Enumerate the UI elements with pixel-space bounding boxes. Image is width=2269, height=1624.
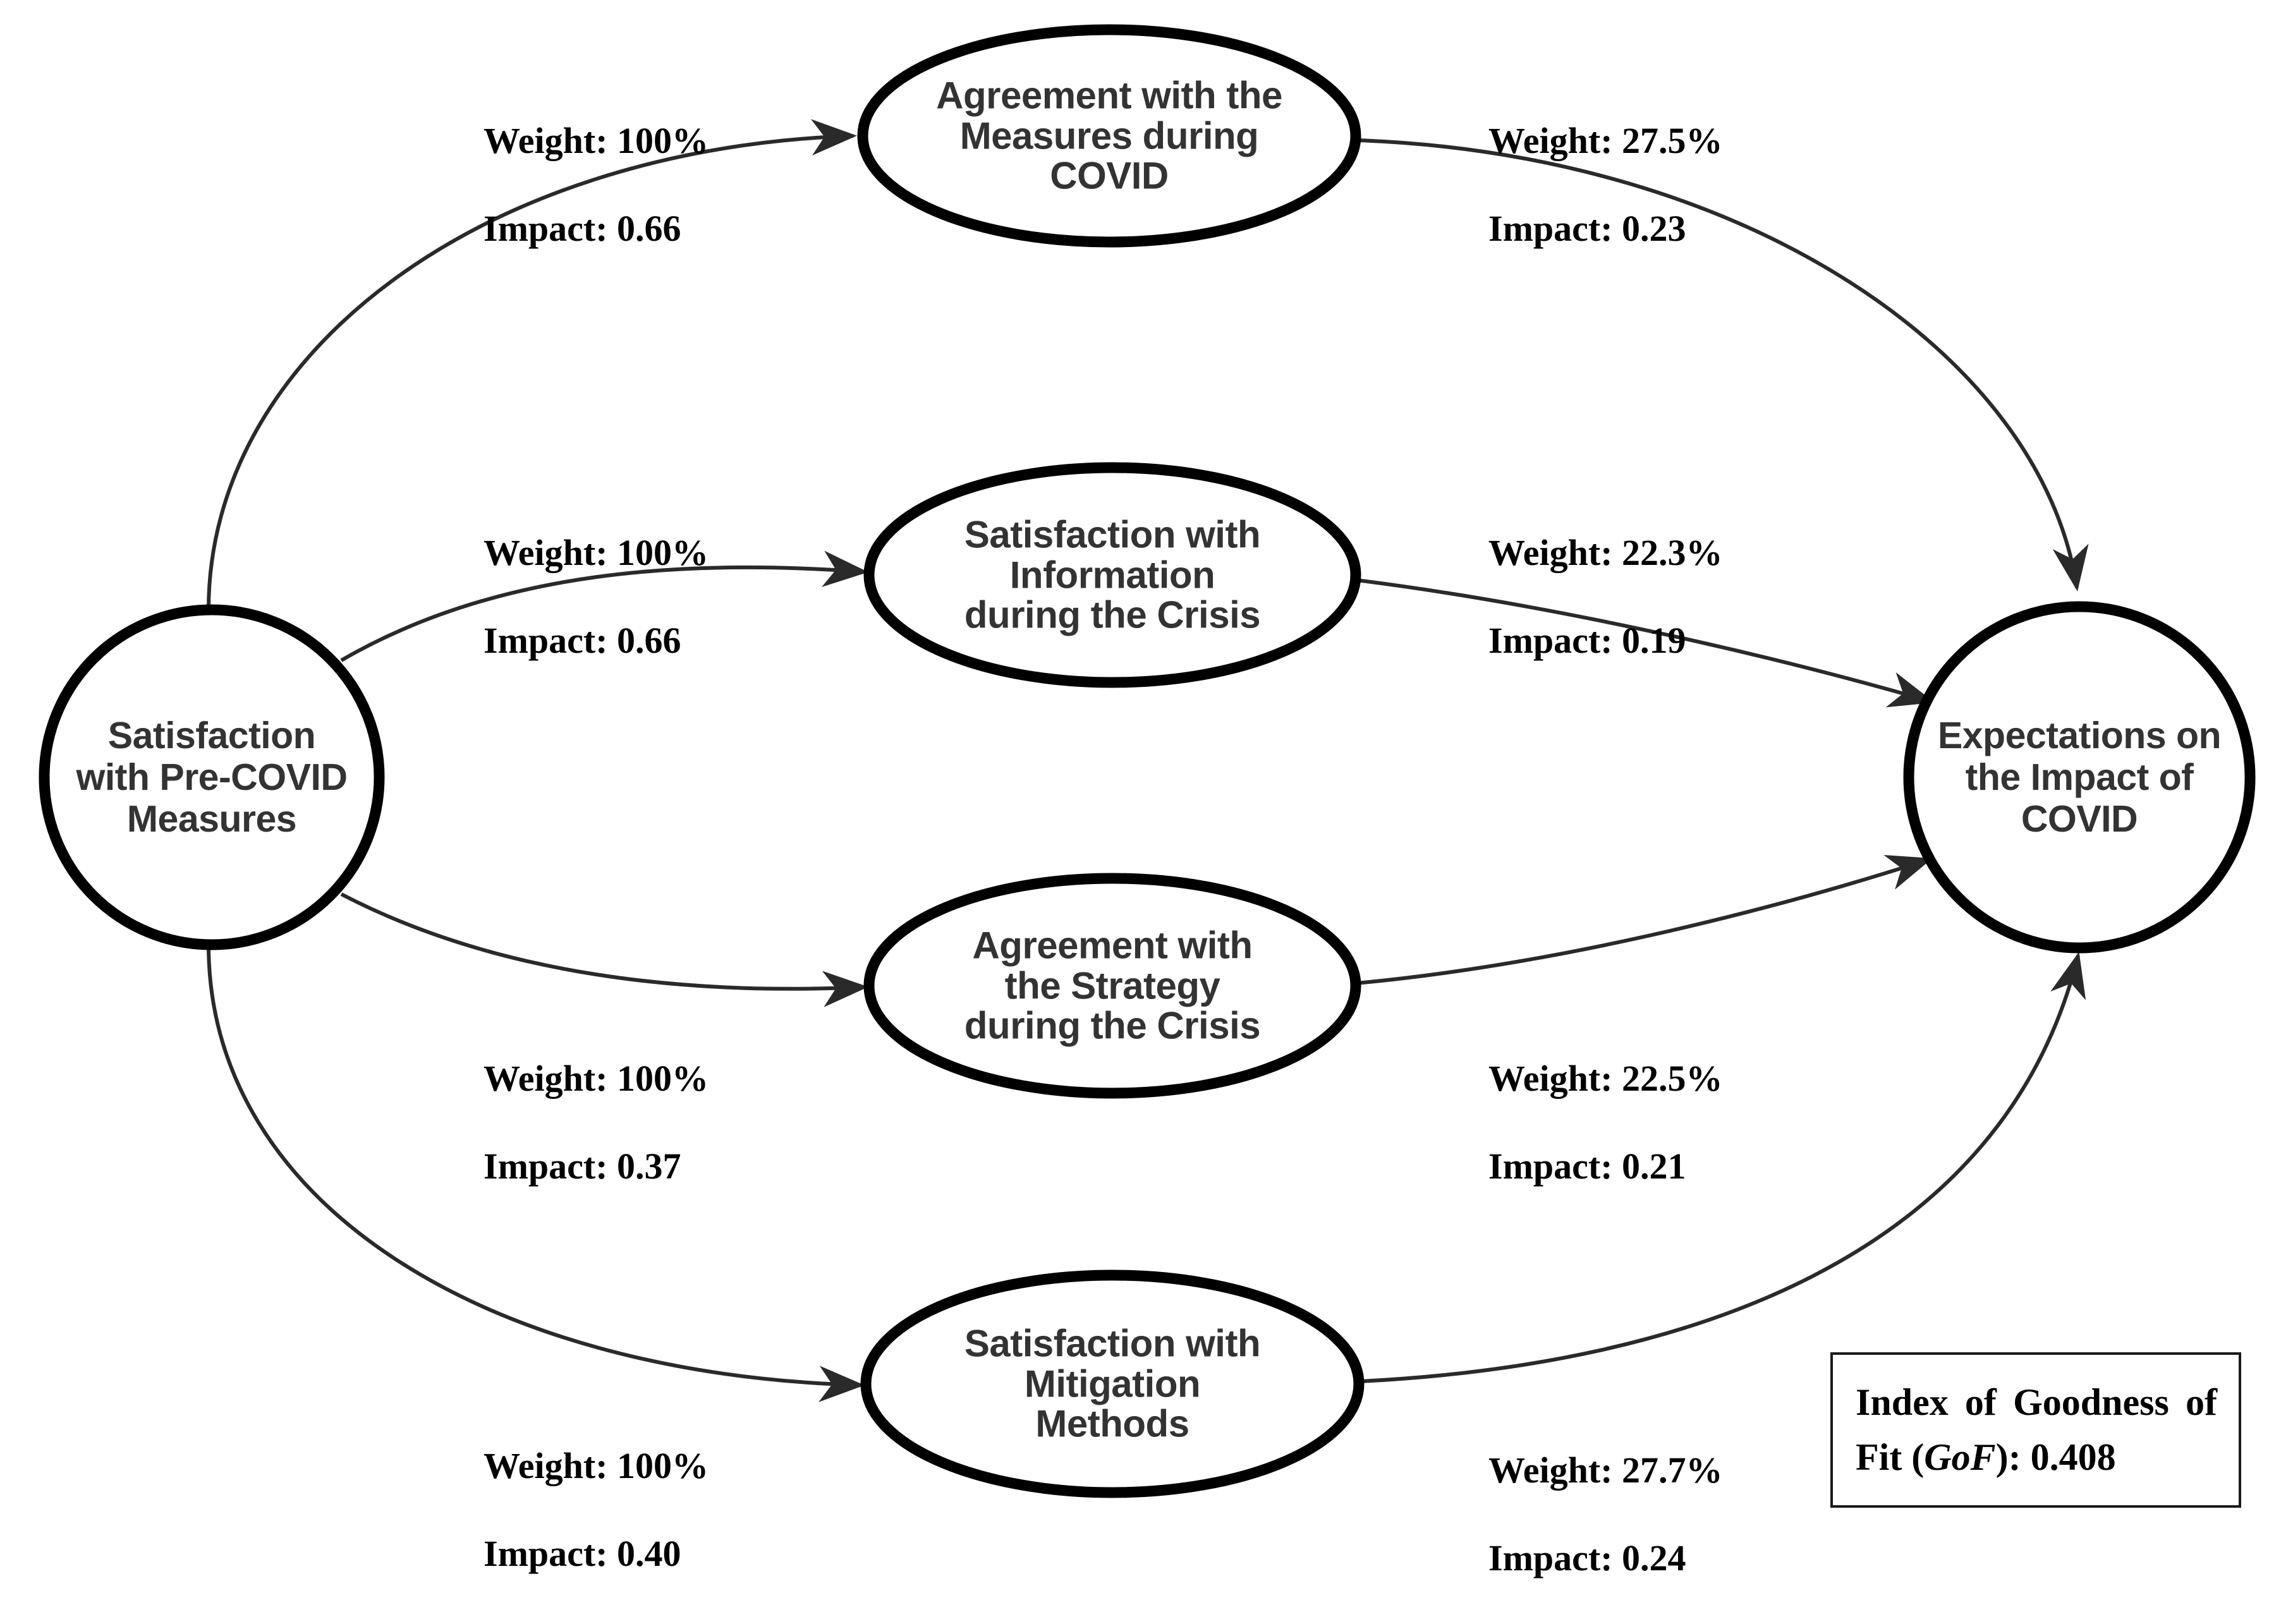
edge-weight-e3: Weight: 100% [484, 531, 709, 573]
edge-path-e7 [207, 944, 865, 1402]
goodness-of-fit-box: Index of Goodness of Fit (GoF): 0.408 [1830, 1352, 2241, 1508]
node-shape-pre-covid[interactable] [39, 604, 385, 950]
edge-path-e8 [1360, 952, 2086, 1383]
edge-label-e5: Weight: 100% Impact: 0.37 [484, 1012, 709, 1232]
gof-line-1: Index of Goodness of [1856, 1381, 2217, 1423]
edge-weight-e6: Weight: 22.5% [1488, 1057, 1723, 1099]
edge-label-e8: Weight: 27.7% Impact: 0.24 [1488, 1404, 1723, 1624]
edge-weight-e1: Weight: 100% [484, 119, 709, 161]
gof-value: ): 0.408 [1995, 1436, 2116, 1478]
edge-label-e3: Weight: 100% Impact: 0.66 [484, 487, 709, 706]
edge-label-e2: Weight: 27.5% Impact: 0.23 [1488, 75, 1723, 294]
edge-impact-e1: Impact: 0.66 [484, 207, 681, 249]
edge-impact-e4: Impact: 0.19 [1488, 619, 1686, 661]
edge-impact-e6: Impact: 0.21 [1488, 1145, 1686, 1187]
edge-path-e4 [1356, 578, 1935, 708]
node-shape-expectations-impact[interactable] [1903, 601, 2256, 954]
nodes-layer [39, 24, 2256, 1498]
node-shape-satisfaction-mitigation[interactable] [860, 1270, 1365, 1498]
edge-weight-e7: Weight: 100% [484, 1445, 709, 1486]
edges-layer [207, 119, 2089, 1402]
edge-label-e4: Weight: 22.3% Impact: 0.19 [1488, 487, 1723, 706]
edge-label-e6: Weight: 22.5% Impact: 0.21 [1488, 1012, 1723, 1232]
node-shape-agreement-strategy[interactable] [863, 873, 1361, 1099]
gof-line-2: Fit (GoF): 0.408 [1856, 1430, 2217, 1485]
edge-path-e6 [1356, 854, 1933, 985]
edge-weight-e4: Weight: 22.3% [1488, 531, 1723, 573]
node-shape-agreement-measures[interactable] [857, 24, 1361, 248]
edge-weight-e8: Weight: 27.7% [1488, 1449, 1723, 1491]
edge-path-e3 [340, 550, 868, 662]
edge-impact-e3: Impact: 0.66 [484, 619, 681, 661]
edge-impact-e2: Impact: 0.23 [1488, 207, 1686, 249]
edge-path-e5 [340, 892, 868, 1007]
gof-prefix: Fit ( [1856, 1436, 1925, 1478]
edge-label-e1: Weight: 100% Impact: 0.66 [484, 75, 709, 294]
edge-impact-e5: Impact: 0.37 [484, 1145, 681, 1187]
edge-weight-e5: Weight: 100% [484, 1057, 709, 1099]
edge-path-e1 [207, 119, 857, 610]
diagram-canvas: Satisfaction with Pre-COVID Measures Agr… [39, 24, 2256, 1579]
node-shape-satisfaction-information[interactable] [863, 462, 1361, 688]
edge-label-e7: Weight: 100% Impact: 0.40 [484, 1400, 709, 1620]
edge-impact-e8: Impact: 0.24 [1488, 1537, 1686, 1579]
edge-path-e2 [1358, 138, 2089, 591]
edge-weight-e2: Weight: 27.5% [1488, 119, 1723, 161]
gof-abbrev: GoF [1924, 1436, 1996, 1478]
edge-impact-e7: Impact: 0.40 [484, 1532, 681, 1574]
